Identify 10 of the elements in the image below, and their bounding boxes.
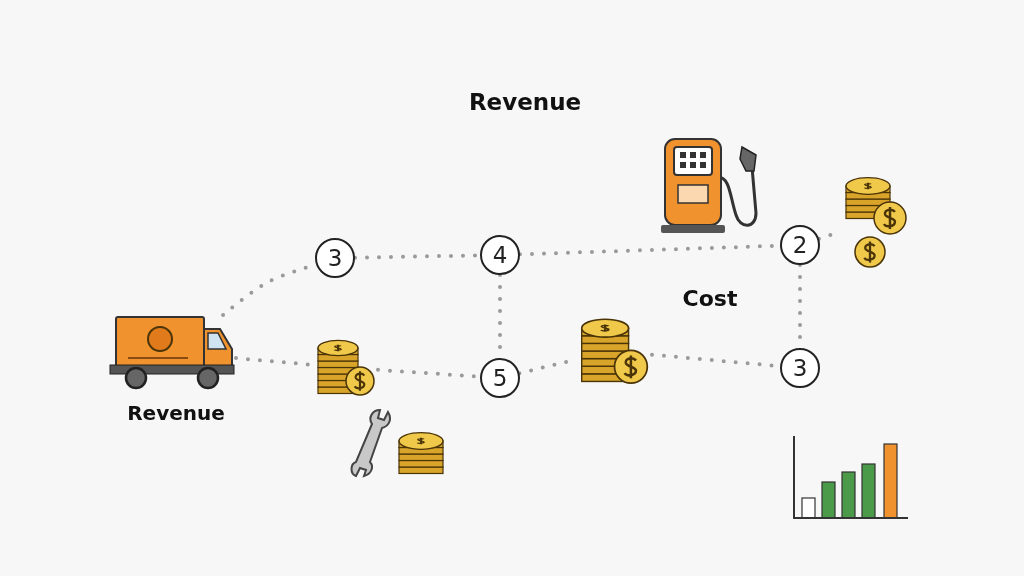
title: Revenue (468, 89, 582, 115)
step-circle: 3 (315, 238, 355, 278)
step-circle: 2 (780, 225, 820, 265)
caption-label: Revenue (127, 401, 225, 425)
step-circle: 4 (480, 235, 520, 275)
dotted-connector (234, 356, 310, 367)
heading-label: Cost (682, 285, 738, 311)
truck-icon (108, 315, 236, 390)
step-circle: 3 (780, 348, 820, 388)
step-circle: 5 (480, 358, 520, 398)
